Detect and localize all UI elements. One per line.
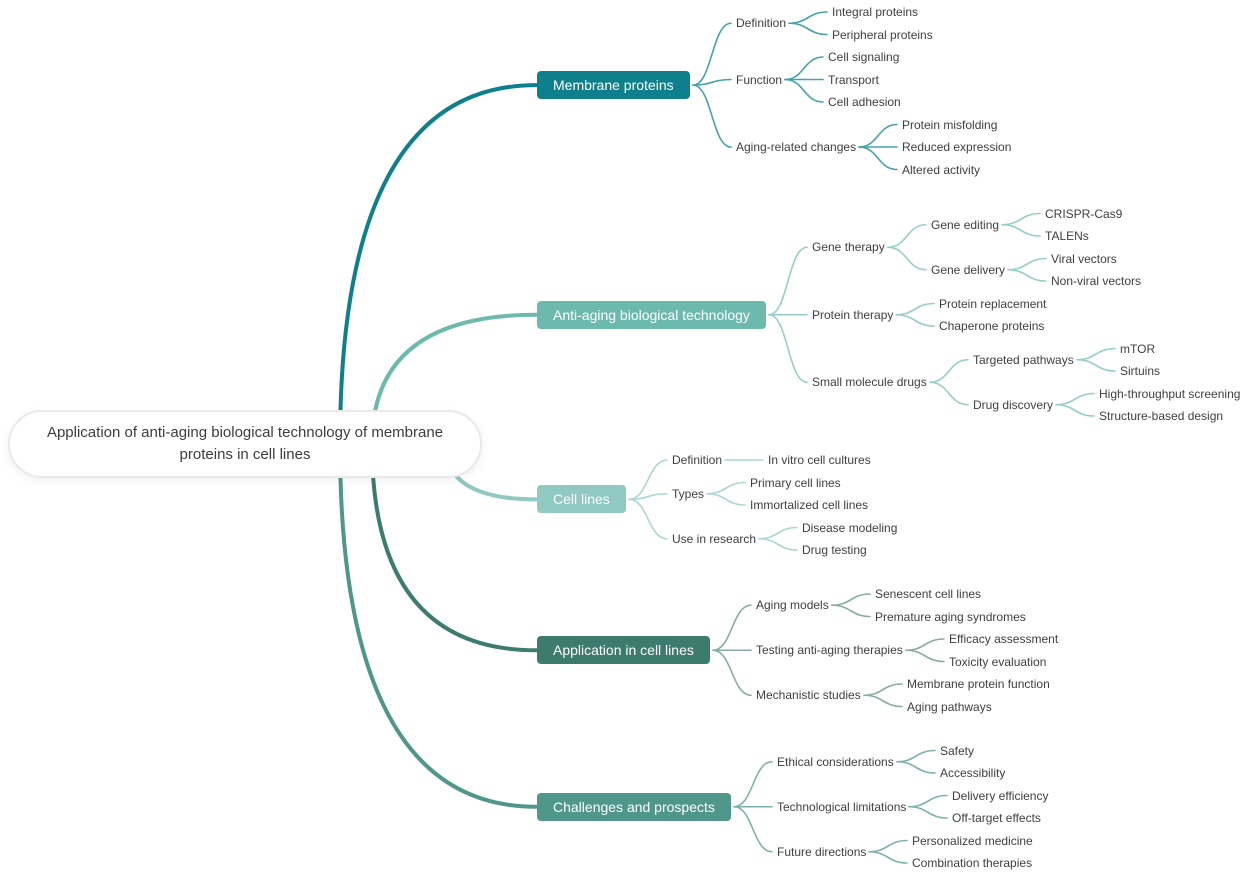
topic-sirtuins[interactable]: Sirtuins	[1120, 364, 1161, 378]
topic-use-in-research[interactable]: Use in research	[672, 531, 757, 546]
link-line	[1055, 403, 1095, 417]
link-line	[706, 492, 746, 506]
topic-non-viral-vectors[interactable]: Non-viral vectors	[1051, 274, 1142, 288]
link-line	[628, 459, 668, 501]
topic-future-directions[interactable]: Future directions	[777, 844, 867, 859]
topic-structure-based-design[interactable]: Structure-based design	[1099, 409, 1224, 423]
topic-immortalized-cell-lines[interactable]: Immortalized cell lines	[750, 498, 869, 512]
topic-technological-limitations[interactable]: Technological limitations	[777, 799, 907, 814]
topic-cell-adhesion[interactable]: Cell adhesion	[828, 95, 901, 109]
topic-accessibility[interactable]: Accessibility	[940, 766, 1006, 780]
link-line	[1076, 358, 1116, 372]
link-line	[929, 381, 969, 406]
branch-curve-challenges-and-prospects	[338, 442, 538, 809]
topic-function[interactable]: Function	[736, 72, 783, 87]
topic-talens[interactable]: TALENs	[1045, 229, 1089, 243]
link-line	[858, 146, 898, 171]
topic-aging-related-changes[interactable]: Aging-related changes	[736, 140, 857, 154]
topic-off-target-effects[interactable]: Off-target effects	[952, 811, 1041, 825]
topic-mtor[interactable]: mTOR	[1120, 341, 1156, 356]
topic-drug-discovery[interactable]: Drug discovery	[973, 397, 1054, 412]
topic-gene-editing[interactable]: Gene editing	[931, 217, 1000, 232]
topic-viral-vectors[interactable]: Viral vectors	[1051, 251, 1117, 266]
link-line	[908, 805, 948, 819]
link-line	[712, 649, 752, 697]
topic-premature-aging-syndromes[interactable]: Premature aging syndromes	[875, 609, 1026, 624]
link-line	[788, 22, 828, 36]
link-line	[768, 246, 808, 316]
link-line	[733, 805, 773, 853]
topic-chaperone-proteins[interactable]: Chaperone proteins	[939, 319, 1045, 333]
link-line	[896, 760, 936, 774]
topic-aging-pathways[interactable]: Aging pathways	[907, 699, 992, 714]
branch-node-membrane-proteins[interactable]: Membrane proteins	[537, 71, 690, 100]
link-line	[868, 850, 908, 864]
topic-safety[interactable]: Safety	[940, 743, 975, 758]
link-line	[692, 84, 732, 148]
topic-mechanistic-studies[interactable]: Mechanistic studies	[756, 688, 861, 703]
topic-small-molecule-drugs[interactable]: Small molecule drugs	[812, 375, 927, 390]
topic-high-throughput-screening[interactable]: High-throughput screening	[1099, 386, 1240, 401]
topic-in-vitro-cell-cultures[interactable]: In vitro cell cultures	[768, 453, 871, 467]
branch-node-challenges-and-prospects[interactable]: Challenges and prospects	[537, 792, 731, 821]
topic-disease-modeling[interactable]: Disease modeling	[802, 520, 898, 535]
topic-primary-cell-lines[interactable]: Primary cell lines	[750, 475, 841, 490]
topic-combination-therapies[interactable]: Combination therapies	[912, 856, 1033, 870]
topic-drug-testing[interactable]: Drug testing	[802, 543, 867, 557]
link-line	[887, 246, 927, 271]
topic-targeted-pathways[interactable]: Targeted pathways	[973, 352, 1074, 367]
link-line	[628, 492, 668, 501]
topic-definition[interactable]: Definition	[736, 16, 787, 31]
link-line	[905, 649, 945, 663]
topic-definition[interactable]: Definition	[672, 453, 723, 467]
link-line	[1001, 223, 1041, 237]
topic-protein-therapy[interactable]: Protein therapy	[812, 307, 894, 322]
topic-ethical-considerations[interactable]: Ethical considerations	[777, 754, 894, 769]
link-line	[929, 358, 969, 384]
topic-protein-replacement[interactable]: Protein replacement	[939, 296, 1047, 311]
link-line	[692, 78, 732, 86]
link-line	[895, 313, 935, 327]
topic-crispr-cas9[interactable]: CRISPR-Cas9	[1045, 206, 1123, 221]
topic-efficacy-assessment[interactable]: Efficacy assessment	[949, 632, 1059, 646]
topic-altered-activity[interactable]: Altered activity	[902, 162, 981, 177]
topic-membrane-protein-function[interactable]: Membrane protein function	[907, 677, 1050, 691]
branch-curve-application-in-cell-lines	[370, 442, 538, 653]
topic-integral-proteins[interactable]: Integral proteins	[832, 5, 919, 19]
topic-aging-models[interactable]: Aging models	[756, 598, 829, 613]
topic-gene-therapy[interactable]: Gene therapy	[812, 240, 885, 255]
link-line	[887, 223, 927, 249]
link-line	[768, 313, 808, 384]
link-line	[784, 78, 824, 103]
branch-node-cell-lines[interactable]: Cell lines	[537, 485, 626, 514]
topic-gene-delivery[interactable]: Gene delivery	[931, 262, 1006, 277]
root-node[interactable]: Application of anti-aging biological tec…	[8, 410, 482, 478]
link-line	[733, 760, 773, 808]
link-line	[692, 22, 732, 86]
topic-testing-anti-aging-therapies[interactable]: Testing anti-aging therapies	[756, 643, 903, 658]
topic-personalized-medicine[interactable]: Personalized medicine	[912, 833, 1033, 848]
branch-node-anti-aging-biological-technology[interactable]: Anti-aging biological technology	[537, 300, 766, 329]
topic-transport[interactable]: Transport	[828, 72, 879, 87]
topic-senescent-cell-lines[interactable]: Senescent cell lines	[875, 587, 982, 601]
topic-cell-signaling[interactable]: Cell signaling	[828, 50, 900, 64]
branch-node-application-in-cell-lines[interactable]: Application in cell lines	[537, 636, 710, 665]
topic-types[interactable]: Types	[672, 486, 705, 501]
link-line	[863, 694, 903, 708]
link-line	[712, 604, 752, 652]
link-line	[758, 537, 798, 551]
link-line	[1007, 268, 1047, 282]
branch-curve-membrane-proteins	[338, 83, 538, 446]
topic-peripheral-proteins[interactable]: Peripheral proteins	[832, 27, 933, 42]
topic-reduced-expression[interactable]: Reduced expression	[902, 140, 1012, 154]
topic-delivery-efficiency[interactable]: Delivery efficiency	[952, 788, 1049, 803]
topic-protein-misfolding[interactable]: Protein misfolding	[902, 117, 998, 132]
link-line	[628, 498, 668, 540]
link-line	[831, 604, 871, 618]
topic-toxicity-evaluation[interactable]: Toxicity evaluation	[949, 654, 1047, 669]
